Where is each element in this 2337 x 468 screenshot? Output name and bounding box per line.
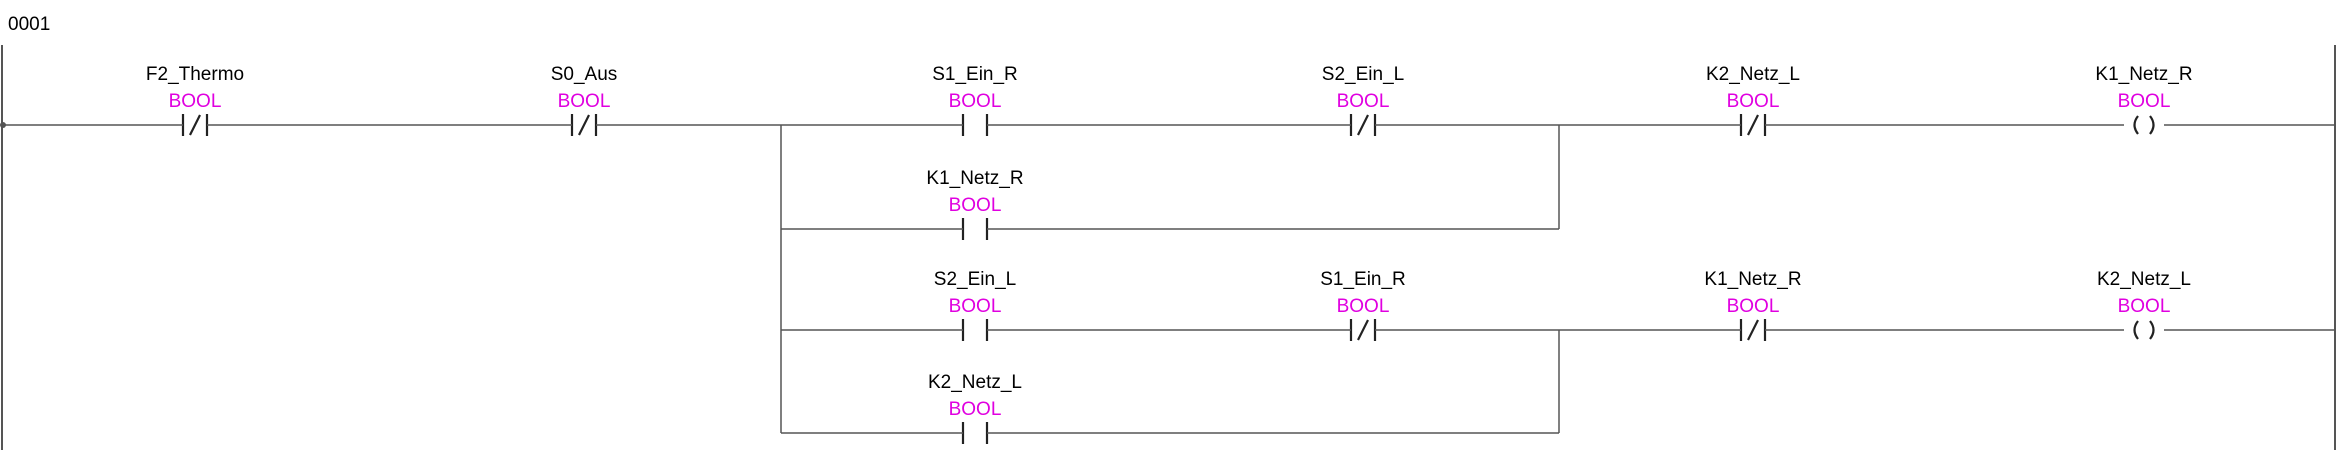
contact-no-symbol	[958, 319, 992, 341]
variable-name: K2_Netz_L	[928, 372, 1022, 393]
variable-name: K1_Netz_R	[1704, 269, 1801, 290]
wires	[2, 124, 2335, 434]
variable-name: K2_Netz_L	[1706, 64, 1800, 85]
variable-type: BOOL	[1337, 91, 1390, 112]
contact-no-symbol	[958, 114, 992, 136]
contact-nc-symbol	[1736, 114, 1770, 136]
variable-name: S1_Ein_R	[1320, 269, 1406, 290]
coil-symbol	[2133, 115, 2155, 135]
variable-name: K1_Netz_R	[926, 168, 1023, 189]
variable-name: K2_Netz_L	[2097, 269, 2191, 290]
contact-nc-symbol	[1736, 319, 1770, 341]
coil-k2-netz-l-coil[interactable]: K2_Netz_L BOOL	[2097, 269, 2191, 340]
variable-name: S2_Ein_L	[1322, 64, 1404, 85]
variable-name: K1_Netz_R	[2095, 64, 2192, 85]
variable-name: S1_Ein_R	[932, 64, 1018, 85]
variable-type: BOOL	[169, 91, 222, 112]
contact-nc-k2-netz-l-a[interactable]: K2_Netz_L BOOL	[1706, 64, 1800, 136]
contact-no-k1-netz-r-hold[interactable]: K1_Netz_R BOOL	[926, 168, 1024, 240]
contact-nc-symbol	[178, 114, 212, 136]
variable-type: BOOL	[558, 91, 611, 112]
contact-no-symbol	[958, 218, 992, 240]
variable-type: BOOL	[1727, 296, 1780, 317]
contact-nc-s1-ein-r-b[interactable]: S1_Ein_R BOOL	[1320, 269, 1406, 341]
contact-nc-symbol	[1346, 114, 1380, 136]
coil-k1-netz-r-coil[interactable]: K1_Netz_R BOOL	[2095, 64, 2193, 135]
contact-nc-k1-netz-r-b[interactable]: K1_Netz_R BOOL	[1704, 269, 1802, 341]
variable-type: BOOL	[2118, 296, 2171, 317]
coil-symbol	[2133, 320, 2155, 340]
contact-nc-symbol	[567, 114, 601, 136]
contact-no-s2-ein-l-b[interactable]: S2_Ein_L BOOL	[934, 269, 1016, 341]
contact-nc-s2-ein-l-a[interactable]: S2_Ein_L BOOL	[1322, 64, 1404, 136]
contact-no-s1-ein-r-a[interactable]: S1_Ein_R BOOL	[932, 64, 1018, 136]
contact-no-k2-netz-l-hold[interactable]: K2_Netz_L BOOL	[928, 372, 1022, 444]
variable-type: BOOL	[949, 195, 1002, 216]
contact-nc-symbol	[1346, 319, 1380, 341]
variable-type: BOOL	[949, 296, 1002, 317]
rung-number: 0001	[8, 14, 50, 35]
variable-name: F2_Thermo	[146, 64, 244, 85]
variable-type: BOOL	[949, 91, 1002, 112]
variable-type: BOOL	[2118, 91, 2171, 112]
contact-no-symbol	[958, 422, 992, 444]
ladder-elements: F2_ThermoBOOLS0_AusBOOLS1_Ein_RBOOLS2_Ei…	[146, 64, 2193, 444]
variable-name: S2_Ein_L	[934, 269, 1016, 290]
variable-type: BOOL	[1337, 296, 1390, 317]
variable-type: BOOL	[1727, 91, 1780, 112]
variable-name: S0_Aus	[551, 64, 618, 85]
variable-type: BOOL	[949, 399, 1002, 420]
